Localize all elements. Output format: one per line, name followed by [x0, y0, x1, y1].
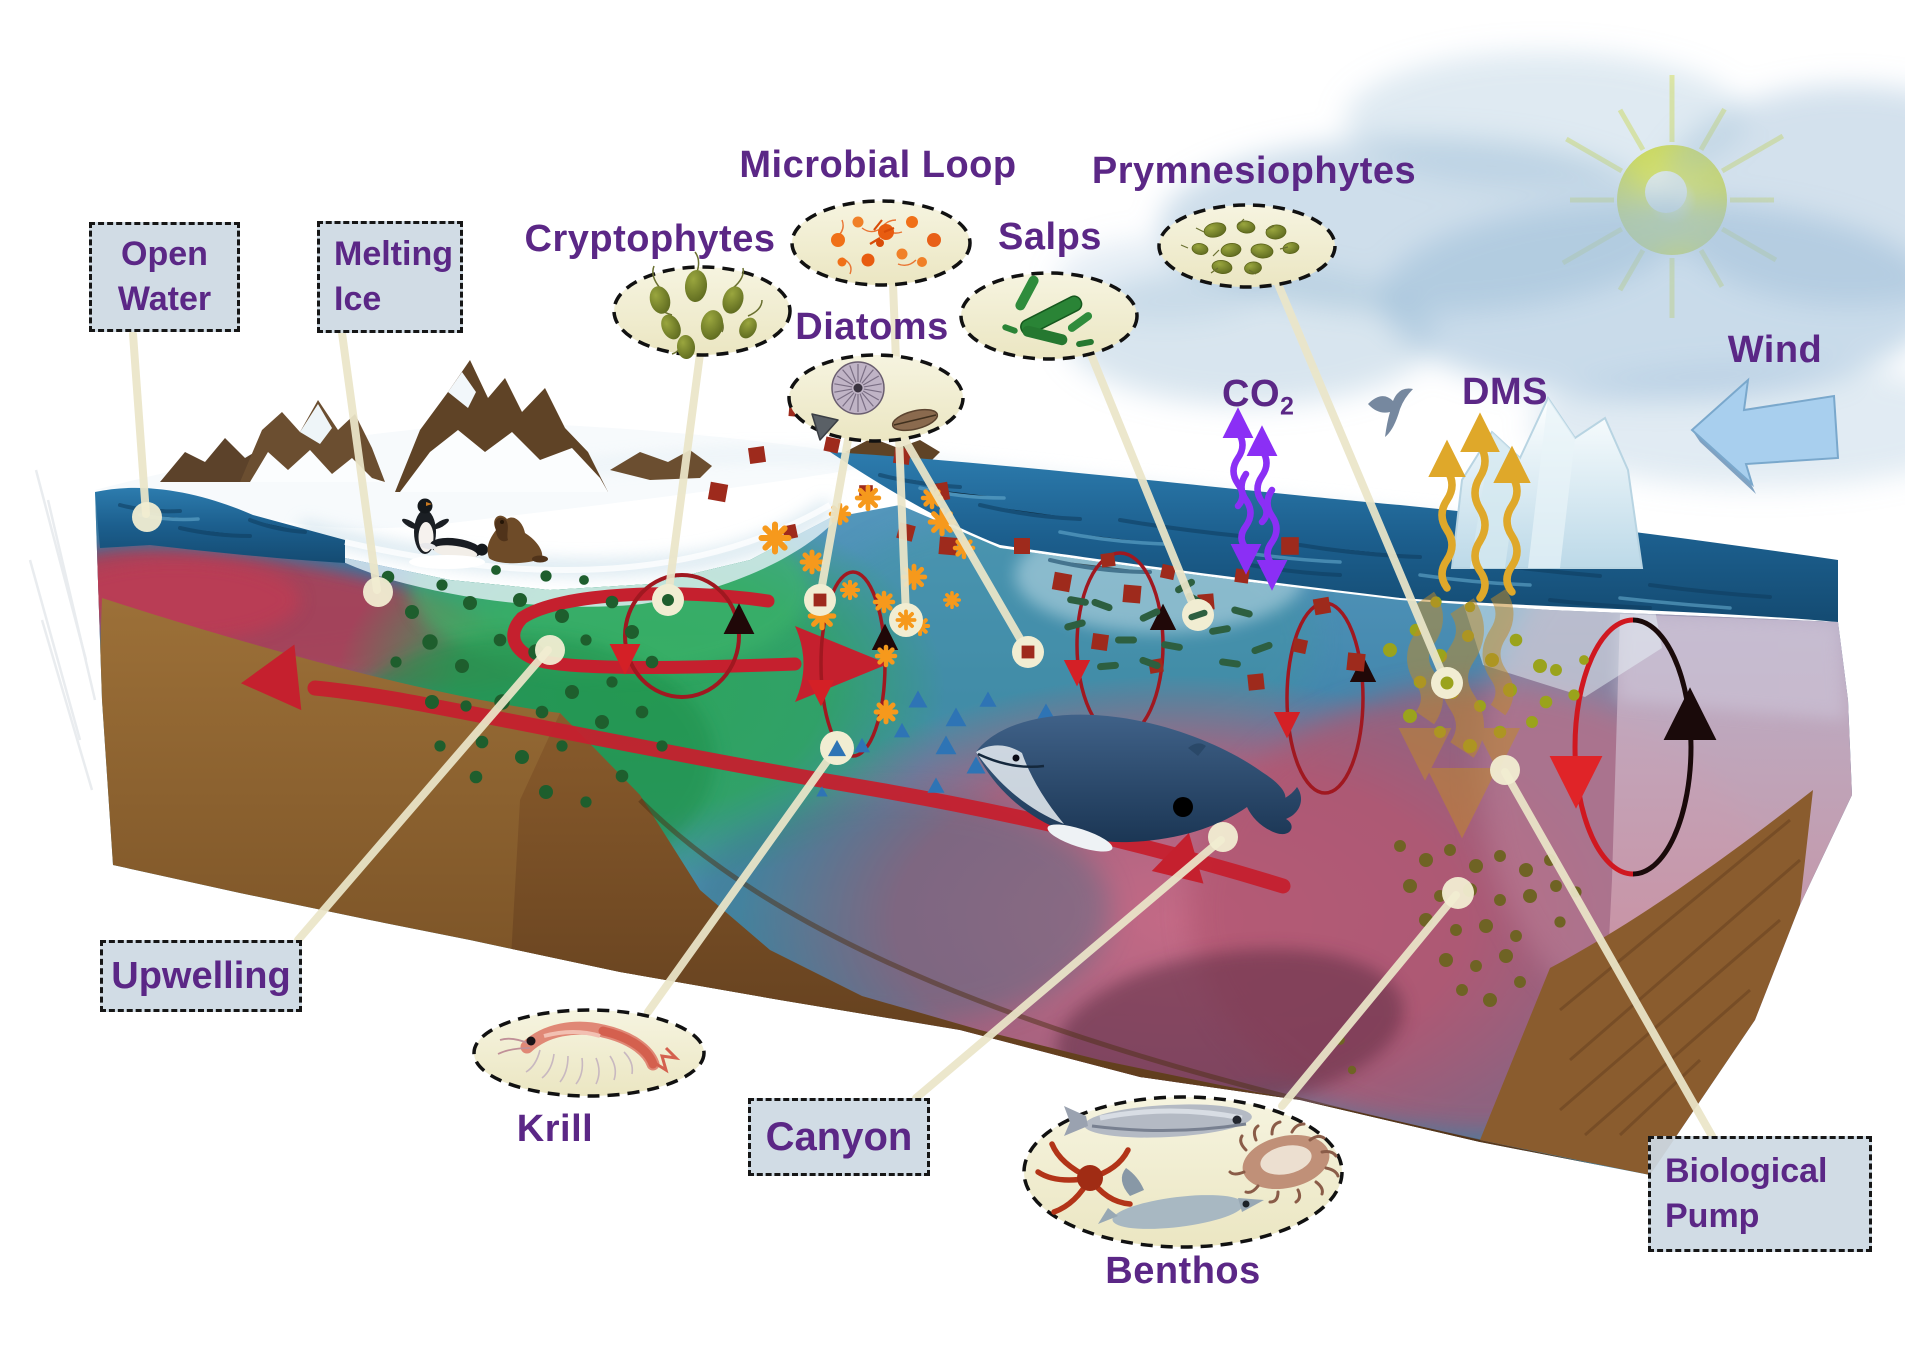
mountains — [160, 360, 940, 492]
silver-fish-art — [1064, 1104, 1252, 1138]
microbial-loop-label: Microbial Loop — [739, 144, 1017, 186]
diatoms-label: Diatoms — [795, 306, 949, 348]
dms-arrows — [1428, 412, 1531, 602]
krill-callout — [472, 1008, 706, 1098]
co2-subscript: 2 — [1280, 392, 1295, 421]
microbial-loop-callout — [790, 199, 972, 287]
wind-label: Wind — [1727, 329, 1823, 371]
callout-lines — [129, 280, 1716, 1140]
canyon-label-box: Canyon — [748, 1098, 930, 1176]
callout-endpoints — [132, 502, 1520, 909]
prymnesiophytes-callout — [1157, 203, 1337, 289]
cryptophytes-callout — [612, 251, 792, 359]
paper-hatching — [28, 469, 97, 791]
krill-art — [497, 1021, 681, 1085]
iceberg — [1450, 395, 1644, 569]
dms-label: DMS — [1462, 371, 1548, 413]
benthos-callout — [1022, 1095, 1344, 1249]
brittle-star-art — [1035, 1141, 1133, 1215]
krill-label: Krill — [516, 1108, 594, 1150]
upwelling-label-box: Upwelling — [100, 940, 302, 1012]
salps-label: Salps — [998, 216, 1102, 258]
diatoms-callout — [787, 353, 965, 443]
sea-surface — [95, 452, 1838, 622]
biological-pump-label-box: Biological Pump — [1648, 1136, 1872, 1252]
co2-label: CO2 — [1222, 373, 1294, 422]
penguin-icons — [402, 498, 489, 569]
icefish-art — [1098, 1168, 1264, 1229]
open-water-label-box: Open Water — [89, 222, 240, 332]
co2-arrows — [1222, 407, 1288, 591]
petrel-icon — [1368, 388, 1413, 437]
sea-cucumber-art — [1228, 1120, 1340, 1204]
co2-base: CO — [1222, 373, 1280, 415]
whale-icon — [976, 714, 1302, 852]
wind-arrow-icon — [1690, 377, 1840, 494]
melting-ice-label-box: Melting Ice — [317, 221, 463, 333]
salps-callout — [959, 271, 1139, 361]
cryptophytes-label: Cryptophytes — [524, 218, 776, 260]
prymnesiophytes-label: Prymnesiophytes — [1091, 150, 1417, 192]
seal-icon — [487, 515, 548, 564]
benthos-label: Benthos — [1105, 1250, 1261, 1292]
